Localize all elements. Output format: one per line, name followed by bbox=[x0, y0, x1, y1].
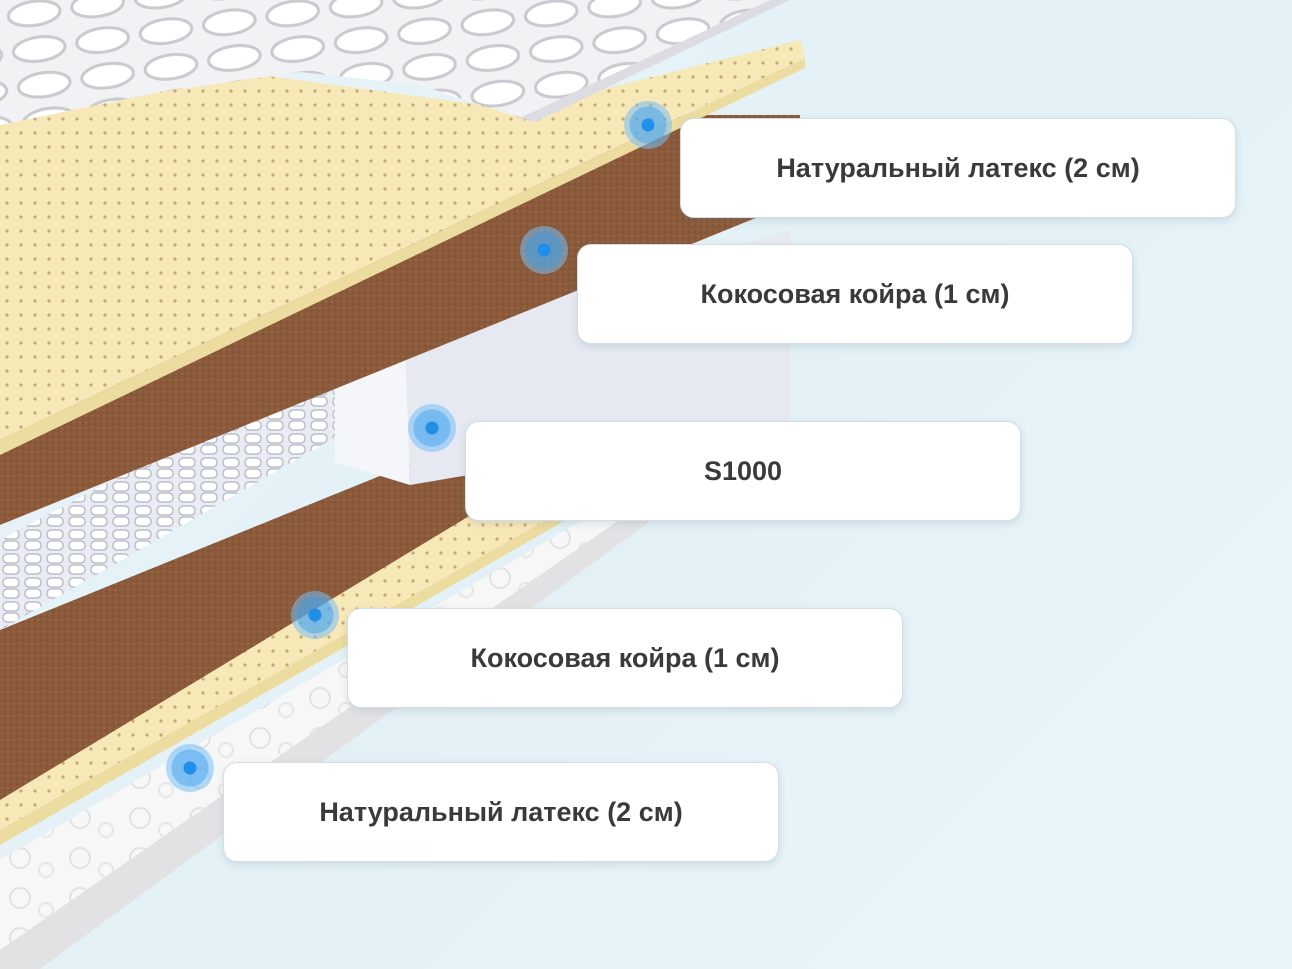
marker-coir-bottom[interactable] bbox=[291, 591, 339, 639]
bottom-cover-edge bbox=[0, 450, 720, 969]
quilted-cover bbox=[0, 0, 770, 125]
coir-top-layer bbox=[0, 115, 800, 525]
label-coir-top: Кокосовая койра (1 см) bbox=[577, 244, 1133, 344]
marker-springs[interactable] bbox=[408, 404, 456, 452]
label-springs: S1000 bbox=[465, 421, 1021, 521]
latex-top-layer bbox=[0, 40, 805, 440]
label-latex-top: Натуральный латекс (2 см) bbox=[680, 118, 1236, 218]
marker-latex-bottom[interactable] bbox=[166, 744, 214, 792]
label-latex-bottom: Натуральный латекс (2 см) bbox=[223, 762, 779, 862]
marker-coir-top[interactable] bbox=[520, 226, 568, 274]
quilted-cover-edge bbox=[520, 0, 790, 122]
label-coir-bottom: Кокосовая койра (1 см) bbox=[347, 608, 903, 708]
marker-latex-top[interactable] bbox=[624, 101, 672, 149]
latex-top-edge bbox=[0, 58, 805, 455]
